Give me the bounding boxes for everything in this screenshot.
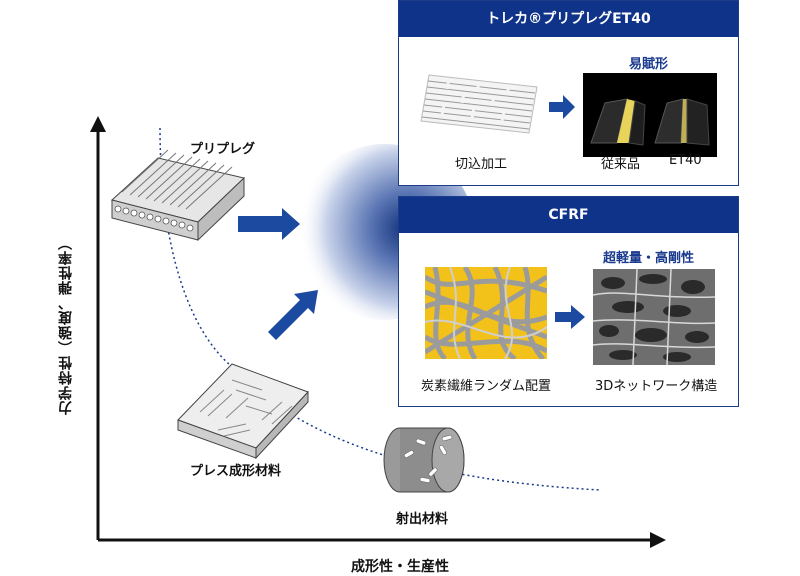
et40-panel: トレカ®プリプレグET40 易賦形 xyxy=(398,0,739,186)
network-label: 3Dネットワーク構造 xyxy=(595,379,718,394)
cfrf-panel-title: CFRF xyxy=(399,197,738,233)
cfrf-arrow-icon xyxy=(555,305,585,329)
random-label: 炭素繊維ランダム配置 xyxy=(421,379,552,394)
network-structure-photo xyxy=(593,269,715,365)
injection-material-label: 射出材料 xyxy=(396,512,449,527)
injection-material-icon xyxy=(383,427,465,493)
press-material-icon xyxy=(177,363,309,460)
cut-pattern-image xyxy=(420,74,538,134)
prepreg-label: プリプレグ xyxy=(190,142,256,157)
et40-panel-title: トレカ®プリプレグET40 xyxy=(399,1,738,37)
prepreg-to-et40-arrow xyxy=(238,208,300,240)
press-material-label: プレス成形材料 xyxy=(190,464,282,479)
prepreg-icon xyxy=(110,149,246,242)
feature-label: 超軽量・高剛性 xyxy=(603,251,695,266)
cfrf-panel: CFRF 超軽量・高剛性 xyxy=(398,196,739,407)
axes xyxy=(90,116,666,548)
x-axis-label: 成形性・生産性 xyxy=(351,559,449,575)
et40-label: ET40 xyxy=(669,153,702,168)
press-to-cfrf-arrow xyxy=(268,290,318,340)
shaping-comparison-photo xyxy=(583,73,717,157)
easy-shape-label: 易賦形 xyxy=(629,57,669,72)
random-fiber-image xyxy=(425,267,547,359)
y-axis-label: 力学特性（強度、弾性率） xyxy=(58,235,74,415)
cut-label: 切込加工 xyxy=(455,157,508,172)
et40-arrow-icon xyxy=(549,95,575,119)
conventional-label: 従来品 xyxy=(601,157,641,172)
